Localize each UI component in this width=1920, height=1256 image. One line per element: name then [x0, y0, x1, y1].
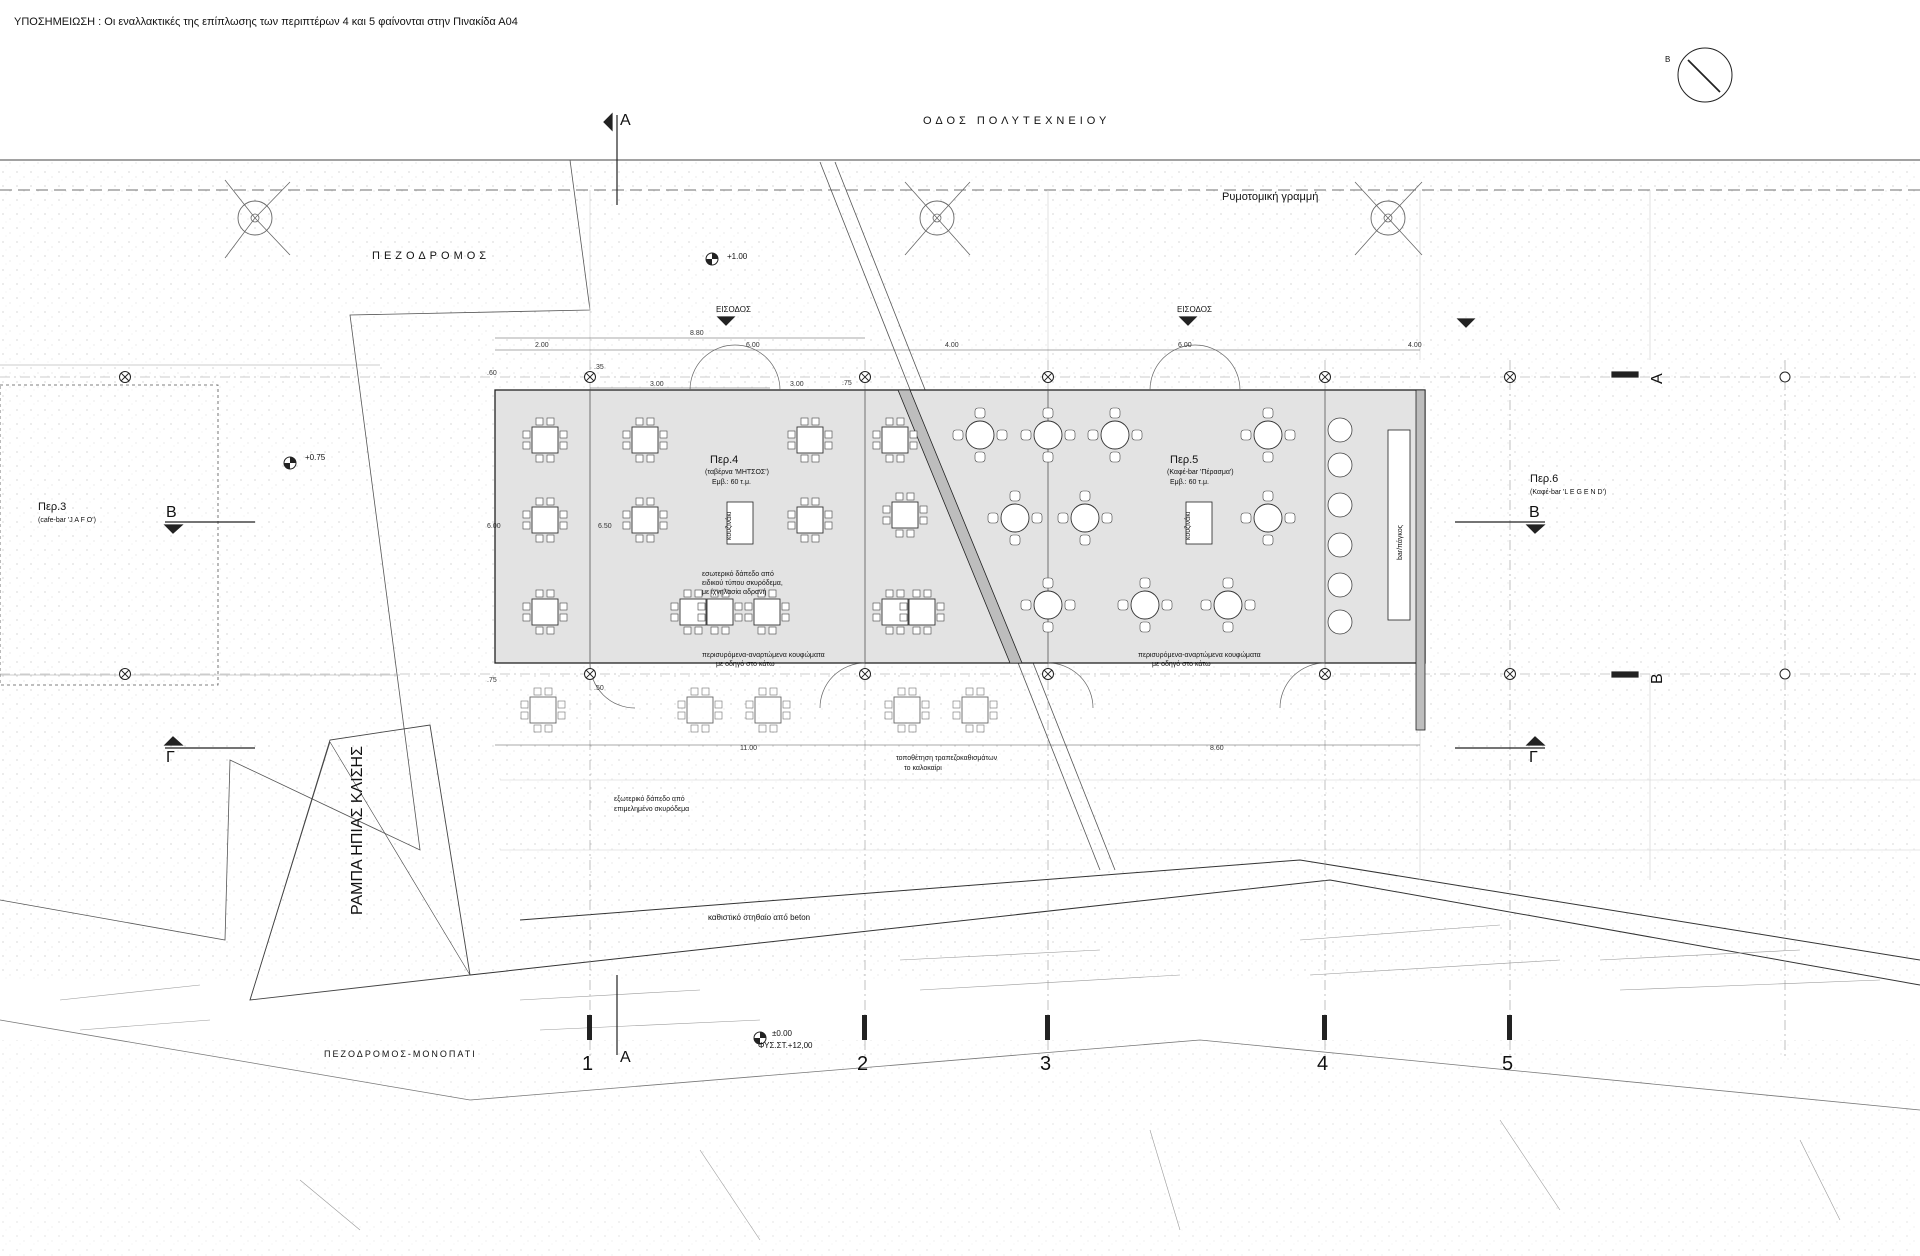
axis-ticks: [587, 1015, 1512, 1040]
kiosk-3-desc: (cafe-bar 'J A F O'): [38, 517, 96, 524]
dimension-label: 6.00: [1178, 342, 1192, 349]
kiosk-6-desc: (Καφέ-bar 'L E G E N D'): [1530, 488, 1606, 496]
ramp: [249, 724, 471, 1001]
dimension-label: .75: [487, 677, 497, 684]
level-marker-icon: [283, 456, 297, 470]
inner-floor-note-3: με ίχνηλασία αδρανή: [702, 588, 767, 596]
kiosk-5-name: Περ.5: [1170, 454, 1198, 466]
dimension-label: 2.00: [535, 342, 549, 349]
glazing-right-note-1: περισυρόμενα-αναρτώμενα κουφώματα: [1138, 651, 1261, 659]
entrance-arrow-icon: [716, 316, 736, 326]
section-arrow-icon: [163, 736, 184, 746]
inner-floor-note-2: ειδικού τύπου σκυρόδεμα,: [702, 579, 783, 587]
dimension-label: .50: [594, 685, 604, 692]
axis-label-4: 4: [1317, 1053, 1328, 1075]
retaining-wall: [0, 859, 1920, 1111]
kiosk-5-area: Εμβ.: 60 τ.μ.: [1170, 479, 1209, 486]
outer-floor-note-2: επιμελημένο σκυρόδεμα: [614, 805, 689, 813]
section-markers: [163, 112, 1639, 1055]
kiosk-3-name: Περ.3: [38, 501, 66, 513]
dimension-label: 6.00: [487, 523, 501, 530]
section-g-left: Γ: [166, 749, 175, 766]
entrance-right-label: ΕΙΣΟΔΟΣ: [1177, 305, 1212, 314]
kitchenette-k4: [726, 501, 754, 545]
level-top: +1.00: [727, 252, 748, 261]
kitchenette-k5: [1185, 501, 1213, 545]
dimension-label: .35: [594, 364, 604, 371]
footnote: ΥΠΟΣΗΜΕΙΩΣΗ : Οι εναλλακτικές της επίπλω…: [14, 16, 518, 28]
inner-floor-note-1: εσωτερικό δάπεδο από: [702, 570, 774, 578]
kiosk-4-area: Εμβ.: 60 τ.μ.: [712, 479, 751, 486]
section-a-bottom: Α: [620, 1049, 631, 1066]
level-bottom-2: ΦΥΣ.ΣΤ.+12,00: [758, 1041, 813, 1050]
section-b-left: Β: [166, 504, 177, 521]
kiosk-4-desc: (ταβέρνα 'ΜΗΤΣΟΣ'): [705, 468, 769, 476]
column-markers: [119, 371, 1791, 680]
section-arrow-icon: [163, 524, 184, 534]
dimension-label: 8.80: [690, 330, 704, 337]
glass-partition: [897, 389, 1023, 664]
section-arrow-icon: [603, 112, 613, 132]
dimension-label: 6.50: [598, 523, 612, 530]
dimension-label: 4.00: [945, 342, 959, 349]
section-a-top: Α: [620, 112, 631, 129]
kiosk-5-desc: (Καφέ-bar 'Πέρασμα'): [1167, 468, 1234, 476]
kiosk-4-counter: κουζινάκι: [725, 511, 733, 540]
dimension-label: 11.00: [740, 745, 757, 752]
entrance-left-label: ΕΙΣΟΔΟΣ: [716, 305, 751, 314]
level-left: +0.75: [305, 453, 326, 462]
dimension-lines: [495, 337, 1420, 746]
axis-label-5: 5: [1502, 1053, 1513, 1075]
dimension-label: .60: [487, 370, 497, 377]
section-a-right: Α: [1649, 373, 1666, 384]
ground-texture: [0, 162, 1920, 1256]
dimension-label: 4.00: [1408, 342, 1422, 349]
grid-lines: [0, 360, 1920, 1060]
ramp-label: ΡΑΜΠΑ ΗΠΙΑΣ ΚΛΙΣΗΣ: [349, 746, 366, 915]
dimension-label: 6.00: [746, 342, 760, 349]
bar-counter: [1387, 429, 1411, 621]
street-name-north: ΟΔΟΣ ΠΟΛΥΤΕΧΝΕΙΟΥ: [923, 115, 1110, 127]
street-name-path: ΠΕΖΟΔΡΟΜΟΣ-ΜΟΝΟΠΑΤΙ: [324, 1049, 477, 1059]
east-wall: [1415, 389, 1426, 731]
glazing-left-note-1: περισυρόμενα-αναρτώμενα κουφώματα: [702, 651, 825, 659]
glazing-right-note-2: με οδηγό στο κάτω: [1152, 660, 1211, 668]
axis-label-3: 3: [1040, 1053, 1051, 1075]
section-g-right: Γ: [1529, 749, 1538, 766]
axis-label-1: 1: [582, 1053, 593, 1075]
tables-kiosk-5: [952, 407, 1353, 635]
level-marker-icon: [705, 252, 719, 266]
street-lines: [0, 159, 1920, 191]
section-arrow-icon: [1525, 524, 1546, 534]
section-b-right-vertical: Β: [1649, 673, 1666, 684]
axis-label-2: 2: [857, 1053, 868, 1075]
kiosk-6-name: Περ.6: [1530, 473, 1558, 485]
dimension-label: 8.60: [1210, 745, 1224, 752]
entrance-arrow-icon: [1456, 318, 1476, 328]
south-hatch: [59, 924, 1881, 1241]
outer-floor-note-1: εξωτερικό δάπεδο από: [614, 795, 685, 803]
entrance-arrow-icon: [1178, 316, 1198, 326]
section-arrow-icon: [1525, 736, 1546, 746]
street-name-pedestrian: ΠΕΖΟΔΡΟΜΟΣ: [372, 250, 490, 262]
north-compass-icon: [1677, 47, 1733, 103]
level-bottom-1: ±0.00: [772, 1029, 793, 1038]
glazing-left-note-2: με οδηγό στο κάτω: [716, 660, 775, 668]
retaining-label: καθιστικό στηθαίο από beton: [708, 913, 810, 922]
dimension-label: 3.00: [650, 381, 664, 388]
bar-counter-label: bar/πάγκος: [1396, 524, 1404, 560]
dimension-label: 3.00: [790, 381, 804, 388]
section-b-right: Β: [1529, 504, 1540, 521]
pavement-joints: [500, 190, 1920, 880]
tables-note-1: τοποθέτηση τραπεζοκαθισμάτων: [896, 754, 998, 762]
building-line-label: Ρυμοτομική γραμμή: [1222, 191, 1318, 203]
kiosk-5-counter: κουζινάκι: [1184, 511, 1192, 540]
dimension-label: .75: [842, 380, 852, 387]
trees: [224, 179, 1423, 259]
tables-note-2: το καλοκαίρι: [904, 764, 942, 772]
kiosk-4-name: Περ.4: [710, 454, 738, 466]
compass-label: Β: [1665, 55, 1670, 64]
